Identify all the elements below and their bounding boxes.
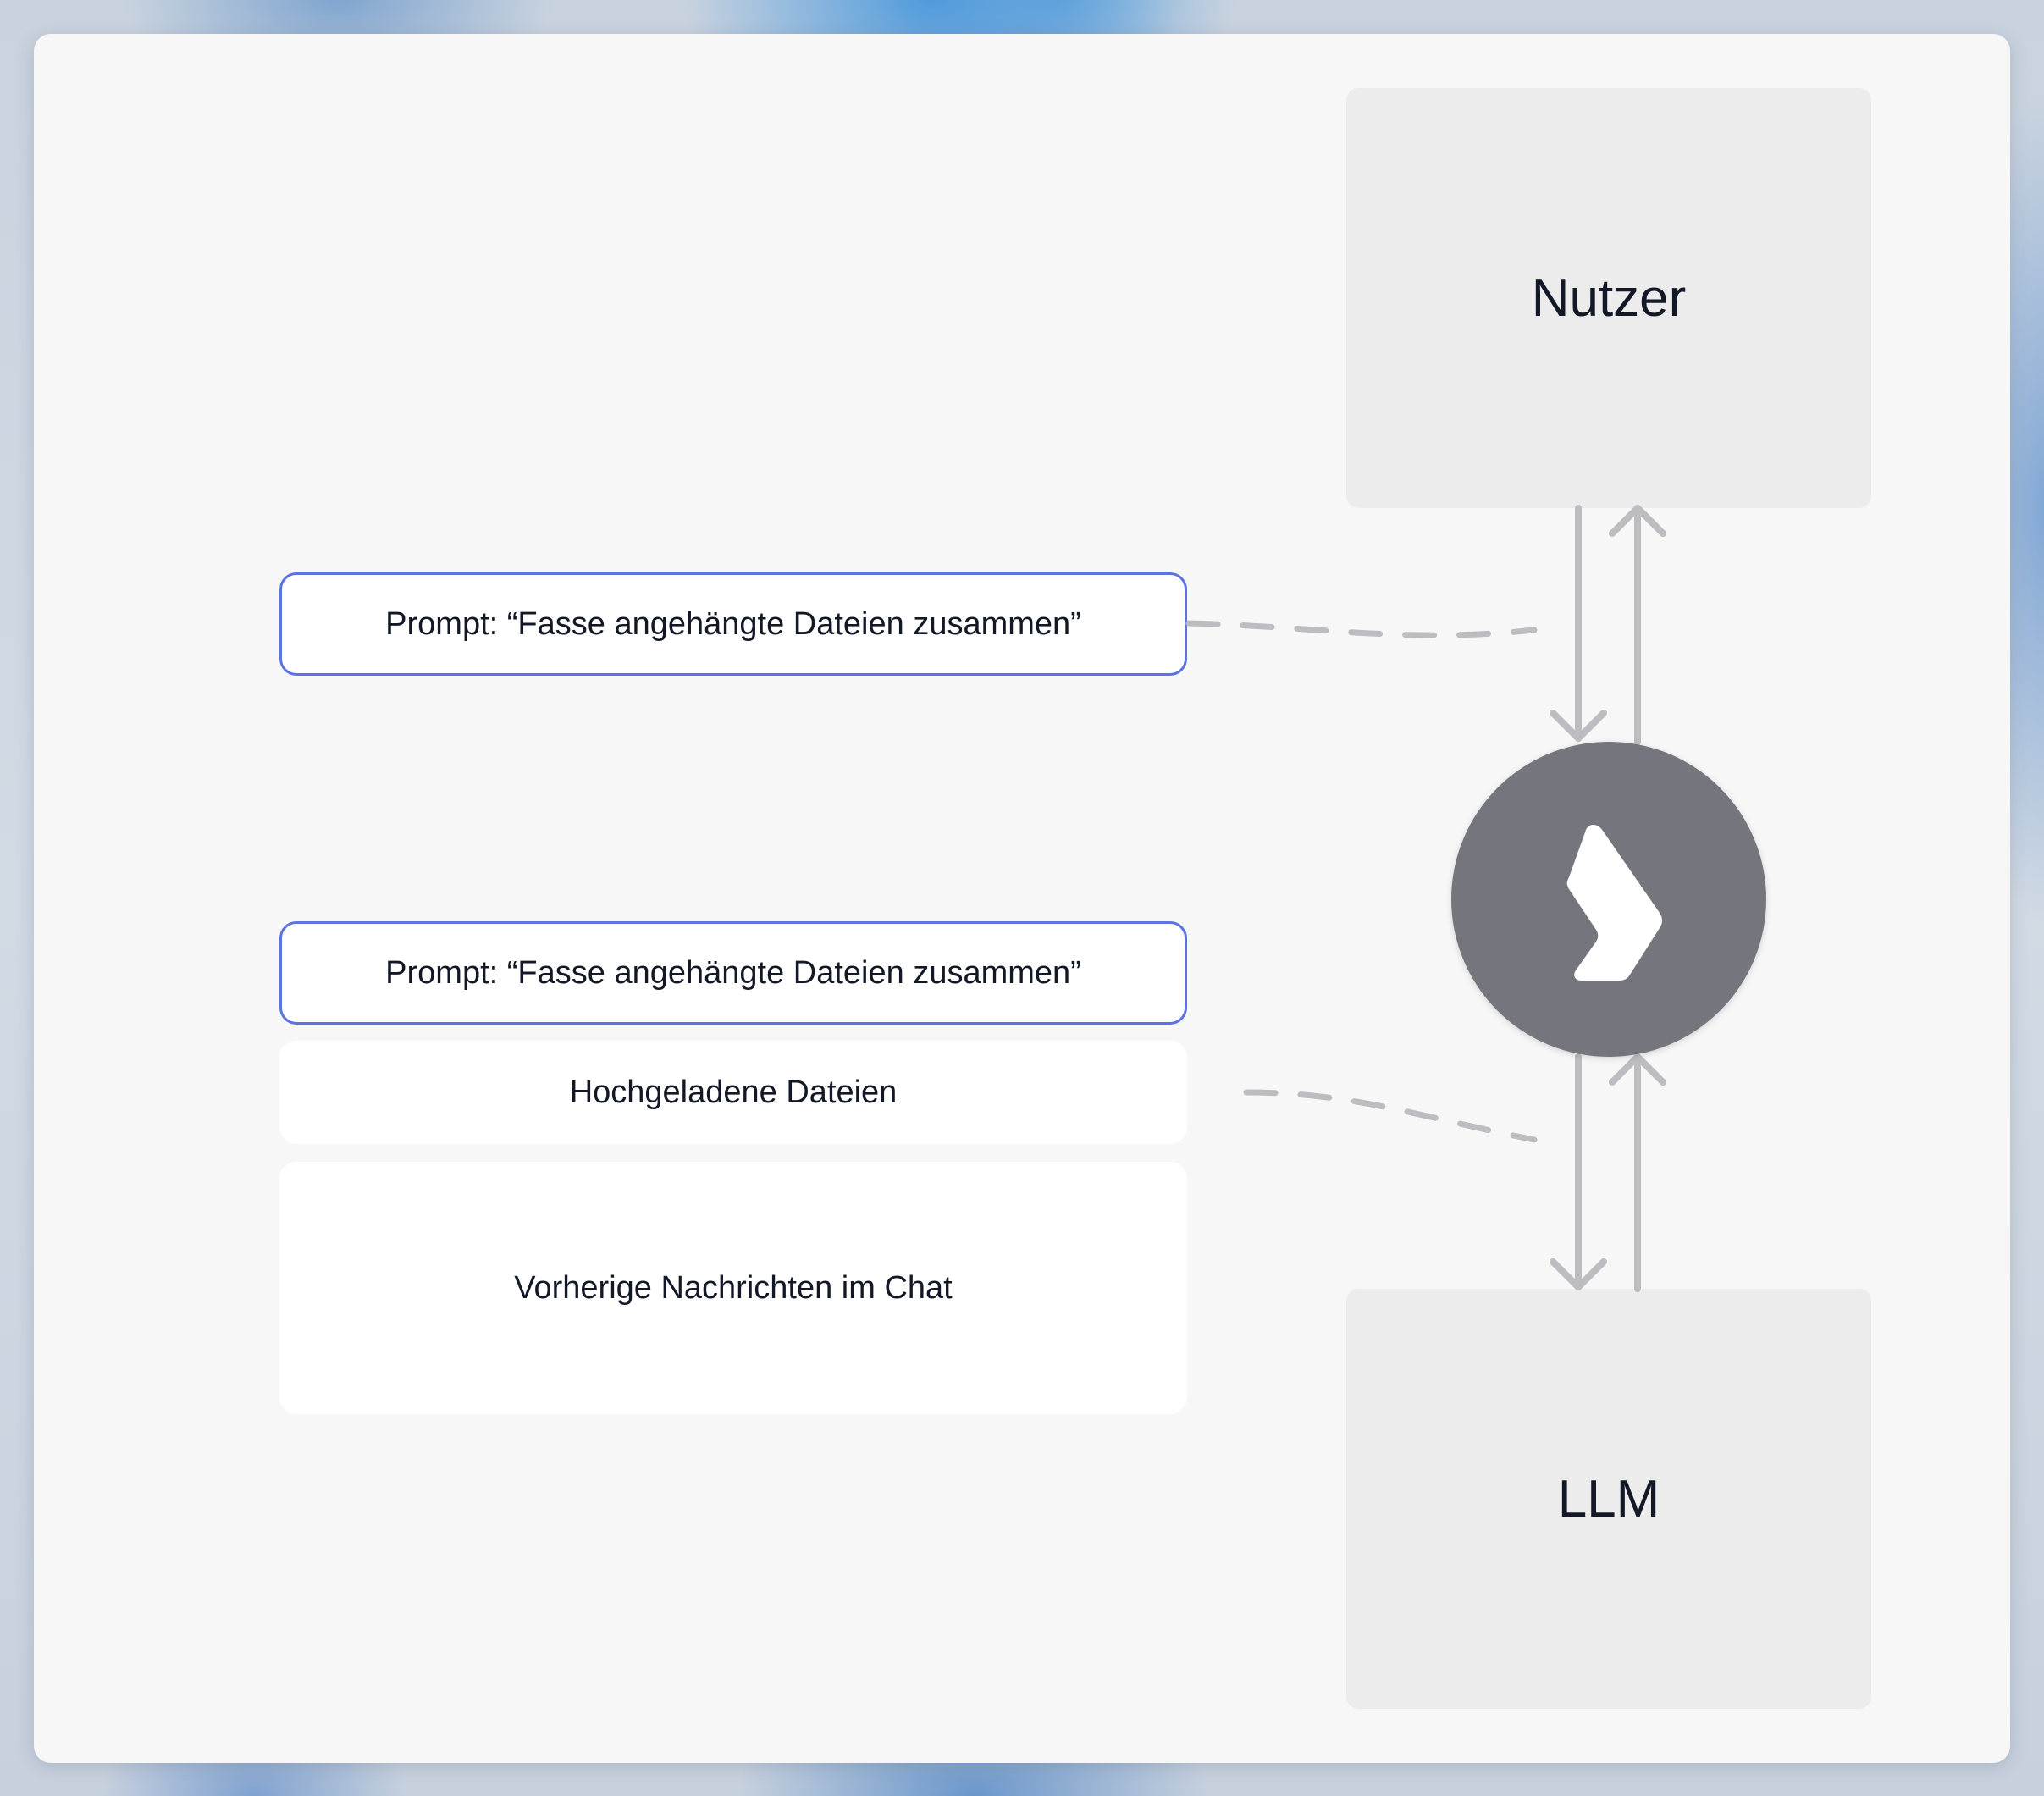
arrowhead-hub-to-llm: [1550, 1258, 1607, 1290]
context-prompt-text: Prompt: “Fasse angehängte Dateien zusamm…: [385, 954, 1081, 991]
user-node-label: Nutzer: [1531, 268, 1687, 328]
user-prompt-box: Prompt: “Fasse angehängte Dateien zusamm…: [279, 572, 1187, 676]
user-node: Nutzer: [1346, 88, 1871, 508]
arrowhead-llm-to-hub: [1609, 1053, 1666, 1086]
arrowhead-hub-to-user: [1609, 505, 1666, 537]
chat-history-text: Vorherige Nachrichten im Chat: [514, 1269, 953, 1306]
hub-logo: [1451, 742, 1766, 1057]
dashed-link-user-prompt: [1185, 620, 1538, 638]
chat-history-box: Vorherige Nachrichten im Chat: [279, 1162, 1187, 1414]
arrowhead-user-to-hub: [1550, 710, 1607, 742]
user-prompt-text: Prompt: “Fasse angehängte Dateien zusamm…: [385, 605, 1081, 642]
uploaded-files-text: Hochgeladene Dateien: [569, 1074, 898, 1110]
llm-node: LLM: [1346, 1289, 1871, 1709]
llm-node-label: LLM: [1557, 1469, 1660, 1528]
chevron-right-logo-icon: [1566, 825, 1662, 981]
context-prompt-box: Prompt: “Fasse angehängte Dateien zusamm…: [279, 921, 1187, 1025]
dashed-link-context: [1243, 1089, 1538, 1143]
uploaded-files-box: Hochgeladene Dateien: [279, 1041, 1187, 1144]
